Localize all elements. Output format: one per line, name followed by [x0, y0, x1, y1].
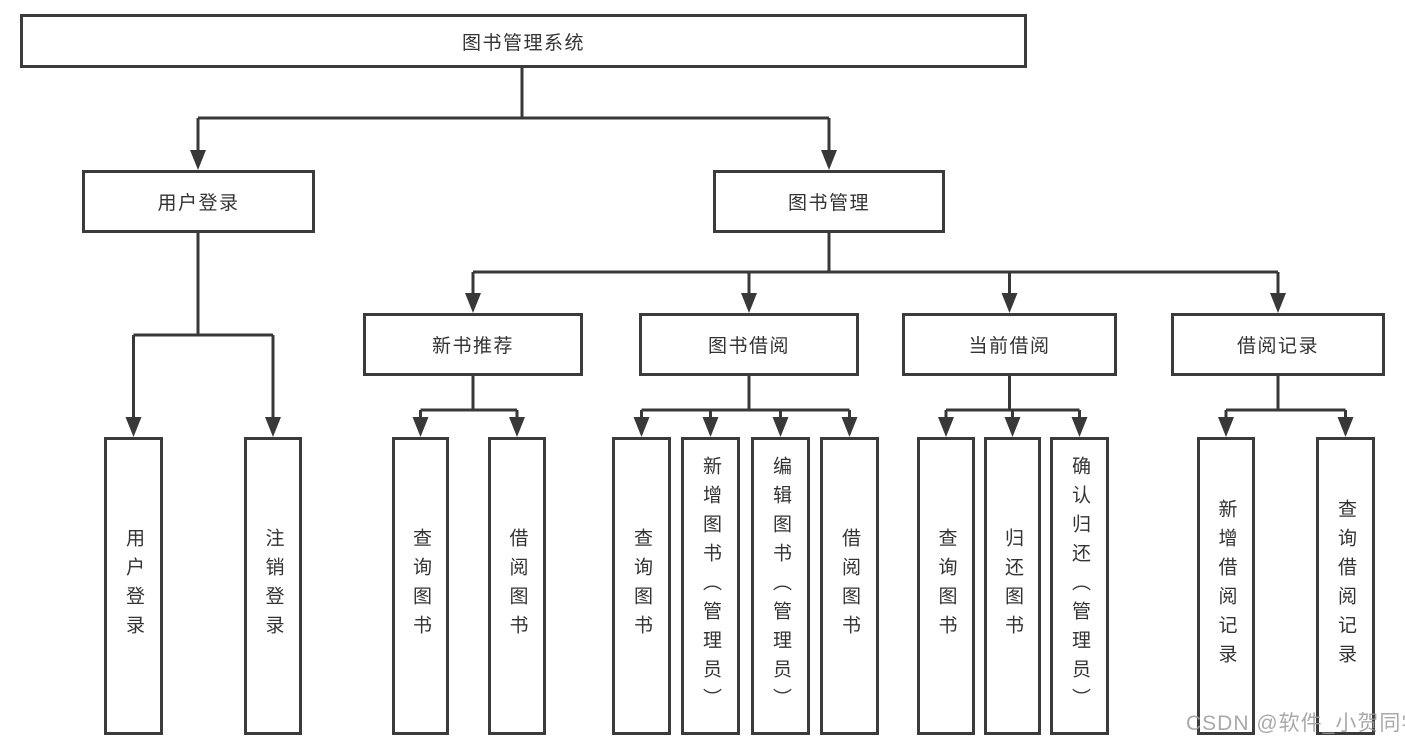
- connector-borrow: [640, 376, 851, 421]
- arrow-down-icon: [841, 417, 858, 437]
- connector-mgmt: [471, 233, 1280, 297]
- leaf-user-login: 用户登录: [104, 437, 163, 735]
- node-new-book-recommend: 新书推荐: [363, 313, 583, 376]
- leaf-edit-book-admin: 编辑图书（管理员）: [751, 437, 810, 735]
- connector-record: [1224, 376, 1347, 421]
- leaf-borrow-books-recommend: 借阅图书: [488, 437, 546, 735]
- connector-current: [944, 376, 1081, 421]
- arrow-down-icon: [1270, 293, 1286, 313]
- leaf-query-books-recommend-label: 查询图书: [410, 528, 431, 644]
- node-book-management: 图书管理: [713, 170, 945, 233]
- arrow-down-icon: [772, 417, 789, 437]
- leaf-add-borrow-record: 新增借阅记录: [1197, 437, 1255, 735]
- leaf-query-books-recommend: 查询图书: [392, 437, 449, 735]
- connector-newbook: [419, 376, 519, 421]
- node-root: 图书管理系统: [20, 14, 1027, 68]
- leaf-logout: 注销登录: [244, 437, 302, 735]
- arrow-down-icon: [702, 417, 719, 437]
- arrow-down-icon: [509, 417, 525, 437]
- node-new-book-recommend-label: 新书推荐: [431, 336, 514, 357]
- arrow-down-icon: [265, 417, 281, 437]
- node-current-borrow-label: 当前借阅: [968, 336, 1051, 357]
- arrow-down-icon: [821, 150, 837, 170]
- leaf-confirm-return-admin-label: 确认归还（管理员）: [1069, 455, 1090, 717]
- node-current-borrow: 当前借阅: [902, 313, 1117, 376]
- arrow-down-icon: [190, 150, 206, 170]
- arrow-down-icon: [633, 417, 650, 437]
- connector-root: [196, 68, 831, 152]
- leaf-add-book-admin: 新增图书（管理员）: [681, 437, 740, 735]
- node-book-borrow: 图书借阅: [639, 313, 859, 376]
- node-book-management-label: 图书管理: [787, 193, 870, 214]
- leaf-confirm-return-admin: 确认归还（管理员）: [1050, 437, 1109, 735]
- leaf-query-books-borrow: 查询图书: [612, 437, 671, 735]
- arrowheads: [125, 150, 1354, 437]
- leaf-logout-label: 注销登录: [262, 528, 284, 644]
- leaf-return-book-label: 归还图书: [1002, 528, 1023, 644]
- arrow-down-icon: [741, 293, 757, 313]
- leaf-add-borrow-record-label: 新增借阅记录: [1215, 499, 1237, 673]
- arrow-down-icon: [938, 417, 954, 437]
- leaf-query-books-current-label: 查询图书: [935, 528, 957, 644]
- arrow-down-icon: [465, 293, 481, 313]
- arrow-down-icon: [1218, 417, 1234, 437]
- arrow-down-icon: [1071, 417, 1088, 437]
- leaf-user-login-label: 用户登录: [123, 528, 144, 644]
- leaf-return-book: 归还图书: [984, 437, 1041, 735]
- leaf-query-books-current: 查询图书: [917, 437, 975, 735]
- node-borrow-records: 借阅记录: [1171, 313, 1385, 376]
- leaf-borrow-books-recommend-label: 借阅图书: [506, 528, 528, 644]
- arrow-down-icon: [412, 417, 429, 437]
- leaf-edit-book-admin-label: 编辑图书（管理员）: [770, 455, 791, 717]
- csdn-watermark: CSDN @软件_小贺同学: [1186, 712, 1405, 735]
- connector-login: [132, 233, 275, 421]
- arrow-down-icon: [1001, 293, 1018, 313]
- node-user-login-label: 用户登录: [157, 193, 240, 214]
- leaf-query-borrow-record-label: 查询借阅记录: [1335, 499, 1356, 673]
- node-user-login: 用户登录: [82, 170, 315, 233]
- leaf-borrow-books-label: 借阅图书: [839, 528, 860, 644]
- leaf-query-borrow-record: 查询借阅记录: [1316, 437, 1375, 735]
- leaf-query-books-borrow-label: 查询图书: [631, 528, 652, 644]
- leaf-borrow-books: 借阅图书: [820, 437, 879, 735]
- node-book-borrow-label: 图书借阅: [707, 336, 790, 357]
- arrow-down-icon: [1004, 417, 1021, 437]
- node-borrow-records-label: 借阅记录: [1236, 336, 1319, 357]
- node-root-label: 图书管理系统: [461, 32, 585, 54]
- leaf-add-book-admin-label: 新增图书（管理员）: [700, 455, 721, 717]
- arrow-down-icon: [1337, 417, 1354, 437]
- arrow-down-icon: [125, 417, 142, 437]
